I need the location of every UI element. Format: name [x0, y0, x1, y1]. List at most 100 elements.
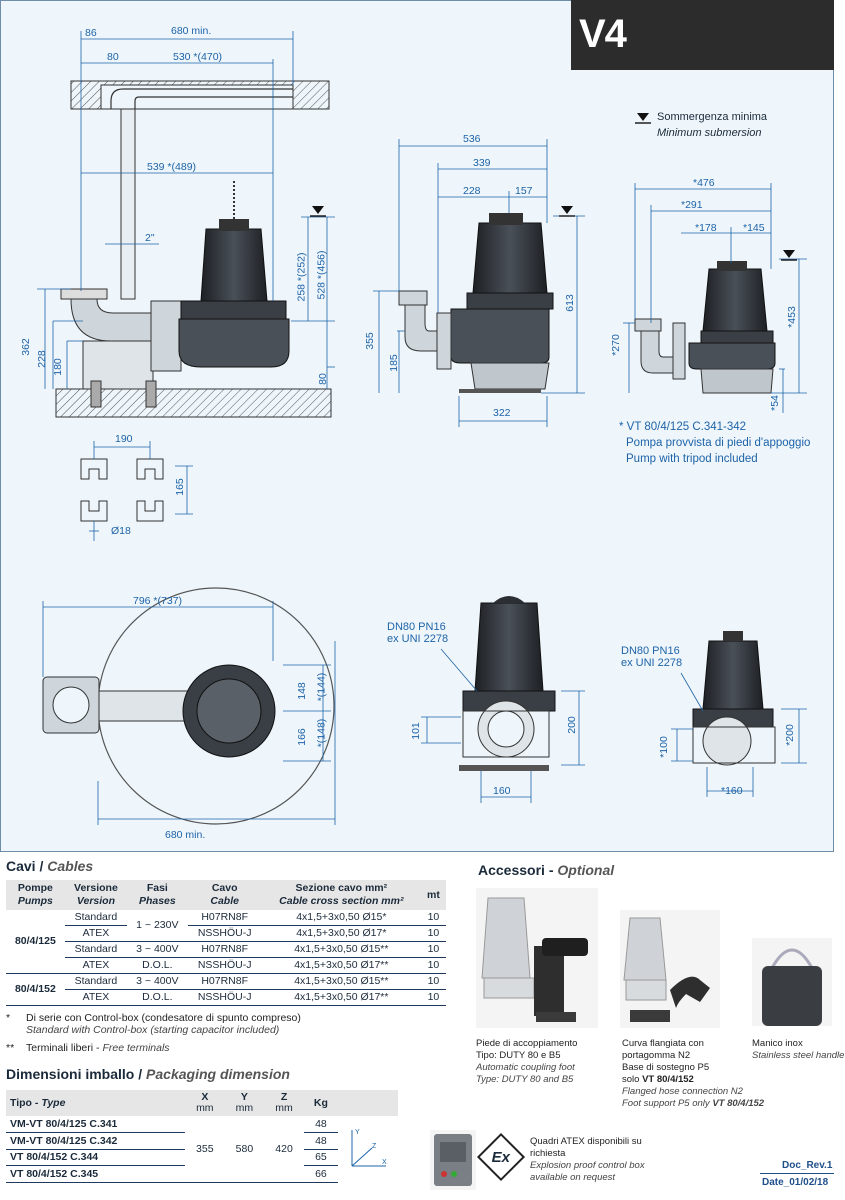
dim-613: 613 [563, 294, 576, 312]
dim-291: *291 [681, 199, 703, 211]
floor-hatch [55, 388, 332, 418]
dim-536: 536 [463, 133, 481, 145]
table-row: VM-VT 80/4/125 C.341 355 580 420 48 Y X … [6, 1116, 398, 1183]
dim-355: 355 [363, 332, 376, 350]
pump-motor-tripod [702, 268, 768, 332]
dim-270: *270 [609, 334, 622, 356]
dim-101: 101 [409, 722, 422, 740]
flange2-label1: DN80 PN16 [621, 645, 680, 657]
dim-258: 258 *(252) [295, 252, 308, 302]
dim-322: 322 [493, 407, 511, 419]
dim-796: 796 *(737) [133, 595, 183, 607]
dim-476: *476 [693, 177, 715, 189]
guide-pipe [120, 108, 136, 300]
table-row: Standard 3 ~ 400V H07RN8F 4x1,5+3x0,50 Ø… [6, 941, 446, 959]
dim-86: 86 [85, 27, 97, 39]
dim-144: *(144) [315, 672, 328, 702]
dim-100: *100 [657, 736, 670, 758]
flange1-label2: ex UNI 2278 [387, 633, 449, 645]
dim-2in: 2" [145, 232, 155, 244]
table-row: VT 80/4/152 C.345 66 [6, 1165, 398, 1183]
col-type: Tipo - Type [6, 1090, 186, 1116]
accessory-coupling-foot: Piede di accoppiamento Tipo: DUTY 80 e B… [476, 1038, 578, 1085]
steel-handle-image [752, 938, 832, 1026]
dim-18: Ø18 [111, 525, 131, 537]
axis-icon: Y X Z [338, 1116, 398, 1182]
dim-185: 185 [387, 354, 400, 372]
coupling-foot-image [476, 888, 598, 1028]
dim-80b: 80 [316, 373, 329, 385]
dim-680min-top: 680 min. [171, 25, 212, 37]
atex-box-image [430, 1130, 476, 1190]
dim-528: 528 *(456) [315, 250, 328, 300]
cables-title: Cavi / Cables [6, 858, 94, 874]
table-row: VT 80/4/152 C.344 65 [6, 1149, 398, 1167]
flanged-hose-image [620, 910, 720, 1028]
dim-80: 80 [107, 51, 119, 63]
dim-145: *145 [743, 222, 765, 234]
col-kg: Kg [303, 1090, 338, 1116]
dim-148b: *(148) [315, 718, 328, 748]
tripod-note-2: Pompa provvista di piedi d'appoggio [626, 437, 811, 449]
table-row: ATEX NSSHÖU-J 4x1,5+3x0,50 Ø17* 10 [6, 925, 446, 943]
dim-157: 157 [515, 185, 533, 197]
pump-motor-side [200, 228, 268, 302]
dim-190: 190 [115, 433, 133, 445]
packaging-title: Dimensioni imballo / Packaging dimension [6, 1066, 290, 1082]
dim-339: 339 [473, 157, 491, 169]
table-row: 80/4/125 Standard 1 ~ 230V H07RN8F 4x1,5… [6, 910, 446, 975]
dim-228-front: 228 [463, 185, 481, 197]
table-row: ATEX D.O.L. NSSHÖU-J 4x1,5+3x0,50 Ø17** … [6, 957, 446, 975]
legend-en: Minimum submersion [657, 127, 762, 139]
accessory-handle: Manico inox Stainless steel handle [752, 1038, 845, 1061]
dim-200: 200 [565, 716, 578, 734]
atex-ex-icon: Ex [476, 1132, 526, 1182]
col-mt: mt [420, 880, 446, 910]
dim-539: 539 *(489) [147, 161, 197, 173]
dim-160: 160 [493, 785, 511, 797]
flange1-label1: DN80 PN16 [387, 621, 446, 633]
dim-160b: *160 [721, 785, 743, 797]
dim-180: 180 [51, 358, 64, 376]
dim-200b: *200 [783, 724, 796, 746]
legend-it: Sommergenza minima [657, 111, 768, 123]
doc-date: Date_01/02/18 [762, 1177, 829, 1188]
dim-453: *453 [785, 306, 798, 328]
table-row: ATEX D.O.L. NSSHÖU-J 4x1,5+3x0,50 Ø17** … [6, 989, 446, 1007]
axis-x-label: X [382, 1159, 387, 1166]
dim-362: 362 [19, 338, 32, 356]
dim-178: *178 [695, 222, 717, 234]
tripod-note-1: * VT 80/4/125 C.341-342 [619, 421, 747, 433]
dim-530: 530 *(470) [173, 51, 223, 63]
dim-228: 228 [35, 350, 48, 368]
flange2-label2: ex UNI 2278 [621, 657, 683, 669]
dim-148: 148 [295, 682, 308, 700]
technical-drawing [37, 31, 807, 825]
dim-54: *54 [768, 395, 781, 411]
accessory-hose-connection: Curva flangiata con portagomma N2 Base d… [622, 1038, 765, 1109]
dim-165: 165 [173, 478, 186, 496]
technical-drawing-panel: 86 680 min. 80 530 *(470) 539 *(489) 2" … [0, 0, 834, 852]
page-badge: V4 [571, 0, 834, 70]
table-row: 80/4/152 Standard 3 ~ 400V H07RN8F 4x1,5… [6, 973, 446, 1007]
cables-note-2: **Terminali liberi - Free terminals [6, 1042, 170, 1054]
axis-z-label: Z [372, 1143, 377, 1150]
table-row: VM-VT 80/4/125 C.342 48 [6, 1132, 398, 1150]
cables-note-1: *Di serie con Control-box (condesatore d… [6, 1012, 301, 1036]
accessories-title: Accessori - Optional [478, 862, 615, 878]
atex-note: Quadri ATEX disponibili su richiesta Exp… [530, 1136, 645, 1183]
doc-revision: Doc_Rev.1 [782, 1160, 833, 1171]
axis-y-label: Y [355, 1129, 360, 1136]
dim-166: 166 [295, 728, 308, 746]
dim-680: 680 min. [165, 829, 206, 841]
